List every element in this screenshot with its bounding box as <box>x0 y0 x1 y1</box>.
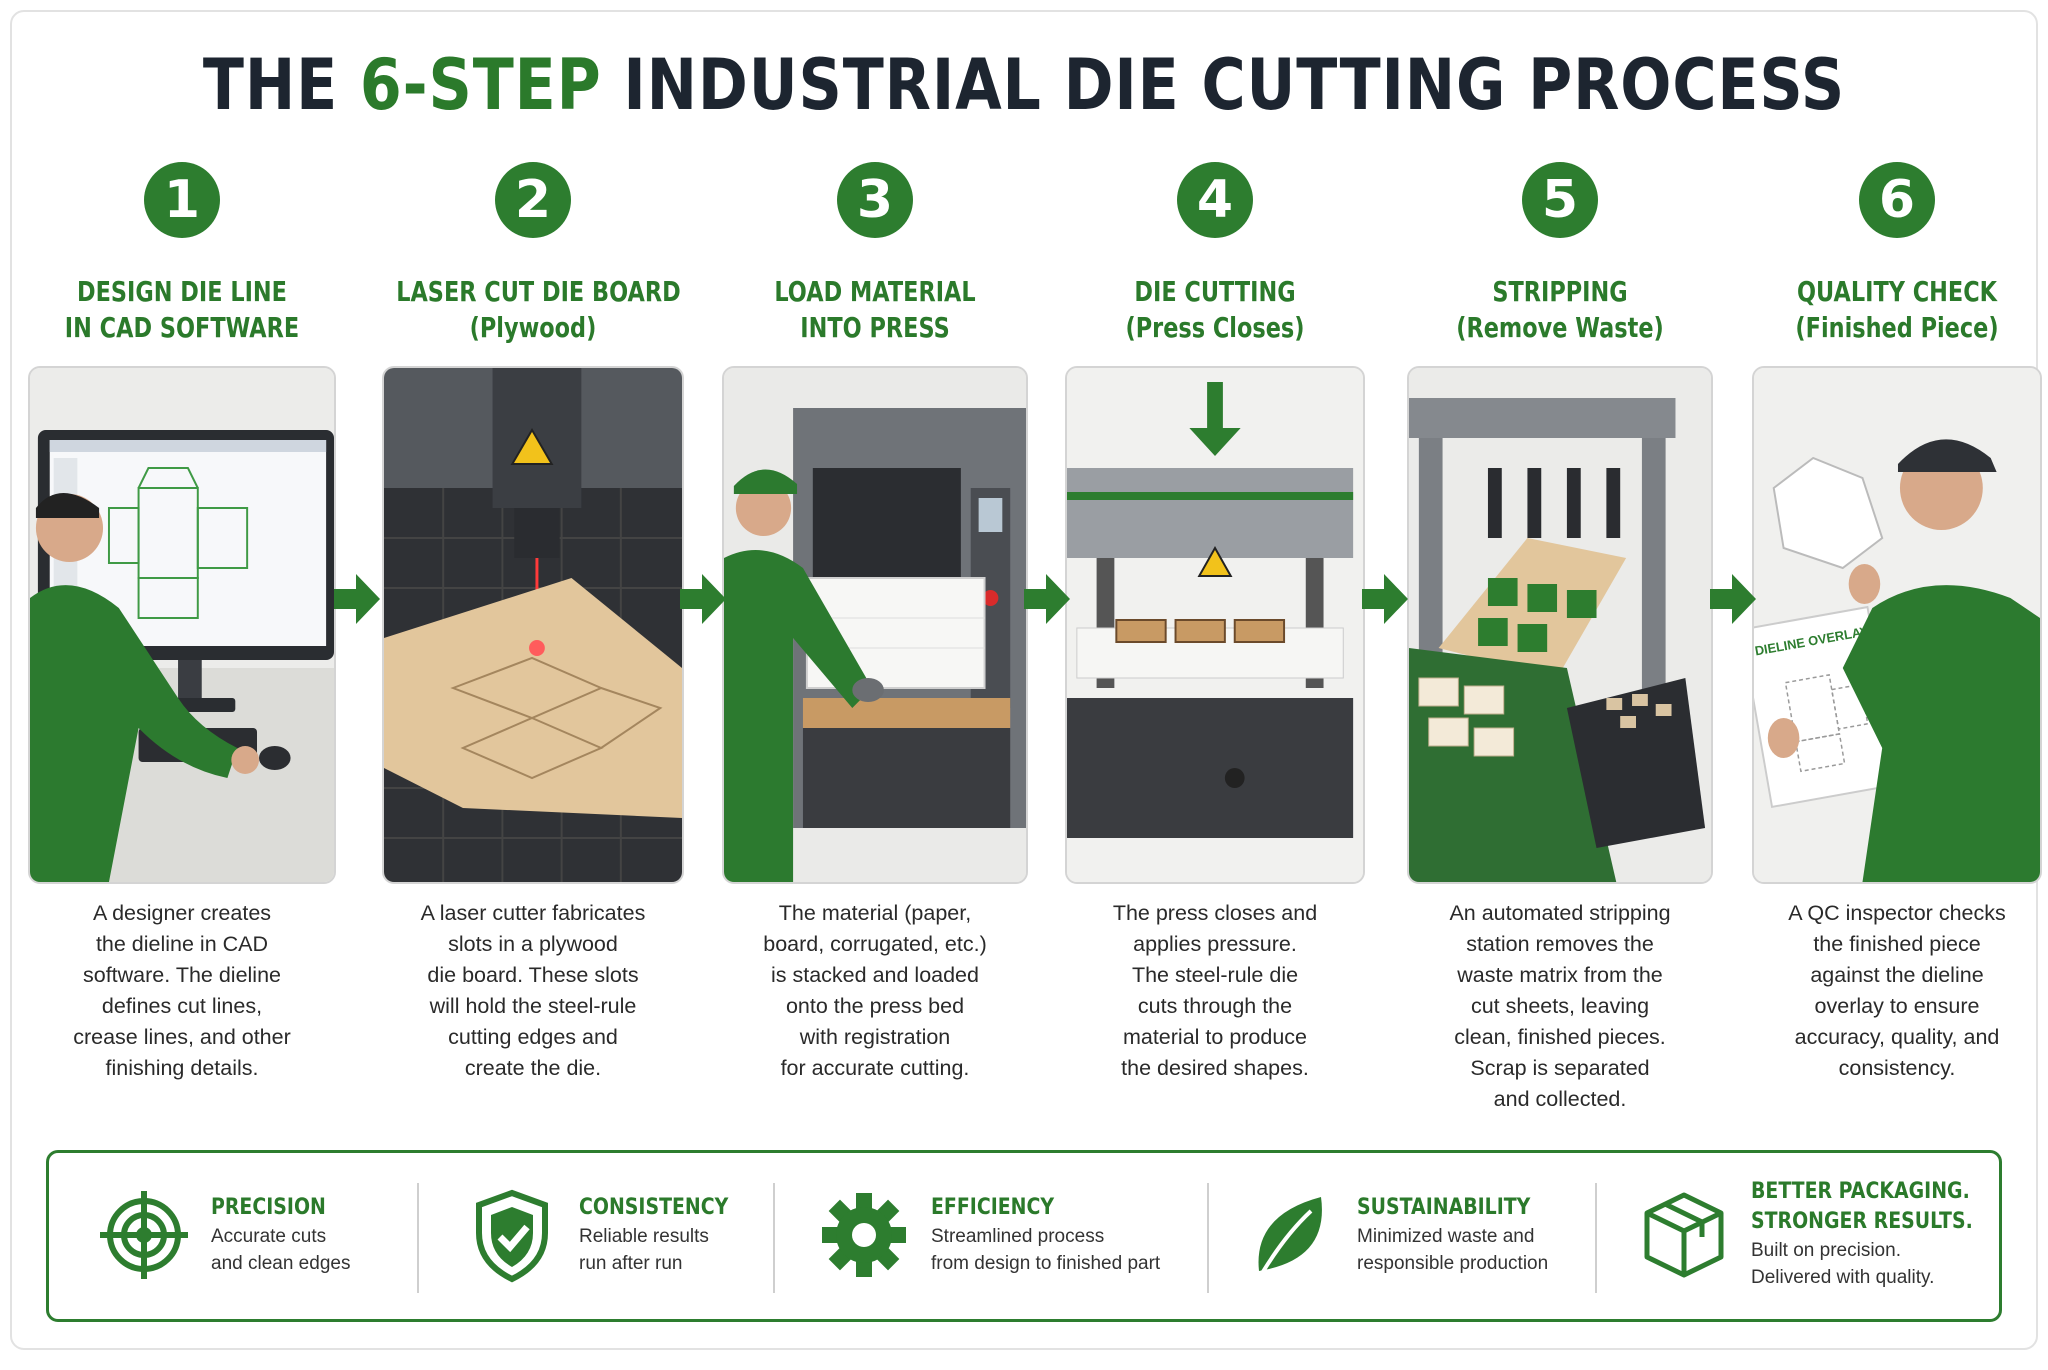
benefit-subtitle: run after run <box>579 1253 683 1274</box>
step-3: 3 LOAD MATERIAL INTO PRESS <box>722 152 1028 1112</box>
benefit-subtitle: and clean edges <box>211 1253 351 1274</box>
step-heading: LASER CUT DIE BOARD (Plywood) <box>396 275 681 344</box>
step-number: 4 <box>1177 162 1253 238</box>
step-number: 6 <box>1859 162 1935 238</box>
title-prefix: THE <box>202 44 360 126</box>
step-6: 6 QUALITY CHECK (Finished Piece) DIELINE… <box>1752 152 2042 1112</box>
benefits-bar: PRECISION Accurate cuts and clean edges … <box>46 1150 2002 1322</box>
step-2: 2 LASER CUT DIE BOARD (Plywood) <box>382 152 684 1112</box>
box-icon <box>1644 1192 1724 1278</box>
benefit-consistency: CONSISTENCY Reliable results run after r… <box>467 1153 787 1319</box>
title-rest: INDUSTRIAL DIE CUTTING PROCESS <box>601 44 1846 126</box>
step-illustration <box>382 366 684 884</box>
step-arrow-icon <box>680 574 726 624</box>
step-arrow-icon <box>1710 574 1756 624</box>
step-1: 1 DESIGN DIE LINE IN CAD SOFTWARE <box>28 152 336 1112</box>
benefit-subtitle: Streamlined process <box>931 1226 1105 1247</box>
step-description: An automated stripping station removes t… <box>1449 901 1671 1111</box>
benefit-title: STRONGER RESULTS. <box>1751 1209 1973 1234</box>
benefit-subtitle: Delivered with quality. <box>1751 1267 1935 1288</box>
step-description: The material (paper, board, corrugated, … <box>763 901 987 1080</box>
step-illustration <box>28 366 336 884</box>
step-number: 3 <box>837 162 913 238</box>
divider <box>417 1183 419 1293</box>
step-description: A designer creates the dieline in CAD so… <box>73 901 291 1080</box>
page-title: THE 6-STEP INDUSTRIAL DIE CUTTING PROCES… <box>154 44 1895 126</box>
quality-inspector-illustration: DIELINE OVERLAY <box>1754 368 2040 882</box>
step-heading: DIE CUTTING (Press Closes) <box>1125 275 1305 344</box>
benefit-subtitle: from design to finished part <box>931 1253 1161 1274</box>
step-number: 5 <box>1522 162 1598 238</box>
infographic: THE 6-STEP INDUSTRIAL DIE CUTTING PROCES… <box>10 10 2042 1350</box>
step-illustration: DIELINE OVERLAY <box>1752 366 2042 884</box>
step-number: 2 <box>495 162 571 238</box>
loading-press-illustration <box>724 368 1026 882</box>
benefit-title: CONSISTENCY <box>579 1195 729 1220</box>
step-heading: QUALITY CHECK (Finished Piece) <box>1795 275 1999 344</box>
step-arrow-icon <box>1024 574 1070 624</box>
designer-at-computer-illustration <box>30 368 334 882</box>
step-number: 1 <box>144 162 220 238</box>
target-icon <box>100 1191 188 1279</box>
benefit-better-packaging: BETTER PACKAGING. STRONGER RESULTS. Buil… <box>1639 1153 1979 1319</box>
benefit-subtitle: Accurate cuts <box>211 1226 327 1247</box>
benefit-title: EFFICIENCY <box>931 1195 1055 1220</box>
step-arrow-icon <box>1362 574 1408 624</box>
step-arrow-icon <box>334 574 380 624</box>
step-5: 5 STRIPPING (Remove Waste) <box>1407 152 1713 1112</box>
stripping-station-illustration <box>1409 368 1711 882</box>
benefit-efficiency: EFFICIENCY Streamlined process from desi… <box>819 1153 1179 1319</box>
divider <box>773 1183 775 1293</box>
die-press-illustration <box>1067 368 1363 882</box>
step-illustration <box>1065 366 1365 884</box>
leaf-icon <box>1258 1197 1322 1277</box>
step-description: The press closes and applies pressure. T… <box>1112 901 1318 1080</box>
step-heading: LOAD MATERIAL INTO PRESS <box>774 275 976 344</box>
laser-cutter-illustration <box>384 368 682 882</box>
divider <box>1207 1183 1209 1293</box>
benefit-title: SUSTAINABILITY <box>1357 1195 1531 1220</box>
benefit-subtitle: responsible production <box>1357 1253 1549 1274</box>
step-illustration <box>1407 366 1713 884</box>
step-4: 4 DIE CUTTING (Press Closes) <box>1065 152 1365 1112</box>
divider <box>1595 1183 1597 1293</box>
benefit-title: BETTER PACKAGING. <box>1751 1179 1970 1204</box>
benefit-subtitle: Minimized waste and <box>1357 1226 1535 1247</box>
benefit-subtitle: Reliable results <box>579 1226 709 1247</box>
gear-icon <box>822 1193 906 1277</box>
benefit-sustainability: SUSTAINABILITY Minimized waste and respo… <box>1245 1153 1585 1319</box>
shield-check-icon <box>476 1189 548 1283</box>
benefit-title: PRECISION <box>211 1195 326 1220</box>
step-heading: STRIPPING (Remove Waste) <box>1456 275 1664 344</box>
step-description: A laser cutter fabricates slots in a ply… <box>420 901 646 1080</box>
step-heading: DESIGN DIE LINE IN CAD SOFTWARE <box>64 275 300 344</box>
benefit-subtitle: Built on precision. <box>1751 1240 1901 1261</box>
benefit-precision: PRECISION Accurate cuts and clean edges <box>99 1153 419 1319</box>
step-illustration <box>722 366 1028 884</box>
step-description: A QC inspector checks the finished piece… <box>1788 901 2006 1080</box>
title-accent: 6-STEP <box>359 44 602 126</box>
